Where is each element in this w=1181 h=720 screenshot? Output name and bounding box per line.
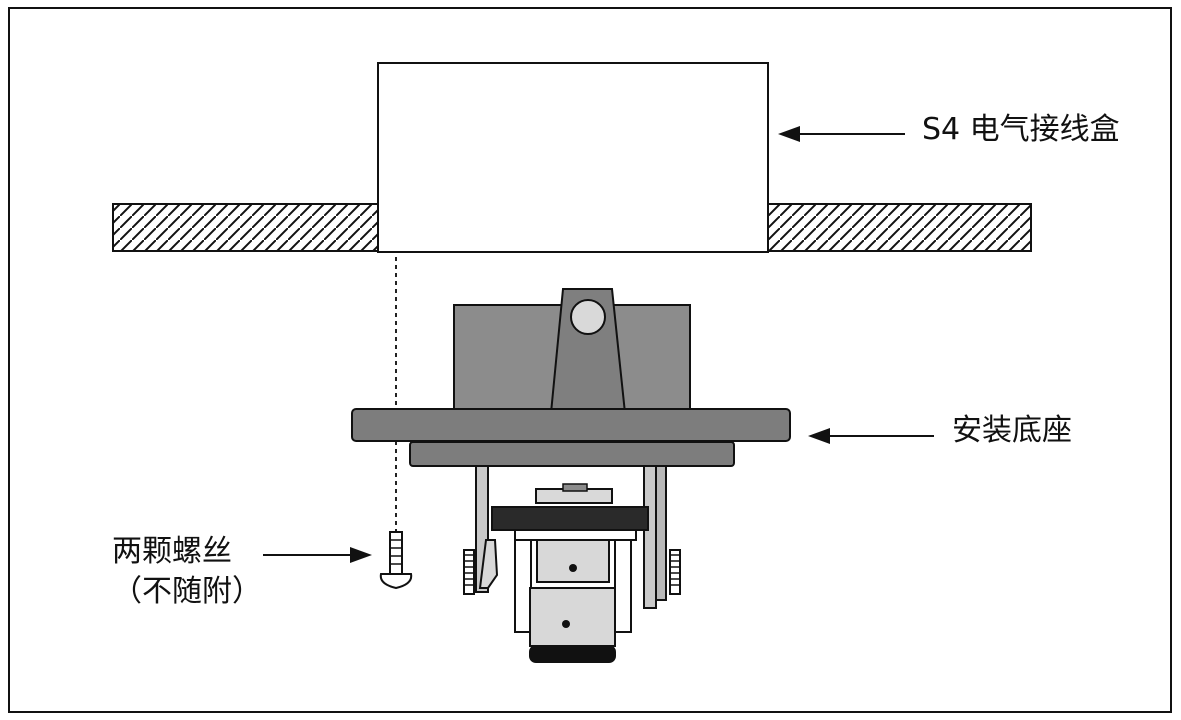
upper-camera-block <box>536 539 610 583</box>
right-clamp <box>669 549 681 595</box>
light-ring <box>514 529 637 541</box>
left-clamp <box>463 539 499 595</box>
upper-screw-hole <box>569 564 577 572</box>
mount-knob <box>570 299 606 335</box>
top-cap-inner <box>562 483 588 492</box>
screw <box>379 531 413 590</box>
junction-box-label: S4 电气接线盒 <box>922 112 1120 147</box>
mounting-base-label: 安装底座 <box>952 413 1072 448</box>
right-rod-inner <box>655 465 667 601</box>
junction-box <box>377 62 769 253</box>
lower-plate <box>409 441 735 467</box>
main-plate <box>351 408 791 442</box>
mounting-base <box>351 288 791 663</box>
ceiling-right <box>766 203 1032 252</box>
screws-arrow <box>263 547 372 563</box>
junction-box-arrow <box>778 126 905 142</box>
lower-screw-hole <box>562 620 570 628</box>
screws-label-line2: （不随附） <box>112 574 262 609</box>
bottom-foot <box>529 645 616 663</box>
ceiling-left <box>112 203 380 252</box>
screws-label-line1: 两颗螺丝 <box>112 534 232 569</box>
screws-label: 两颗螺丝 （不随附） <box>112 532 262 612</box>
right-rod-outer <box>643 465 657 609</box>
left-support <box>514 539 532 633</box>
mounting-base-arrow <box>808 428 934 444</box>
lower-camera-block <box>529 587 616 647</box>
right-support <box>614 539 632 633</box>
